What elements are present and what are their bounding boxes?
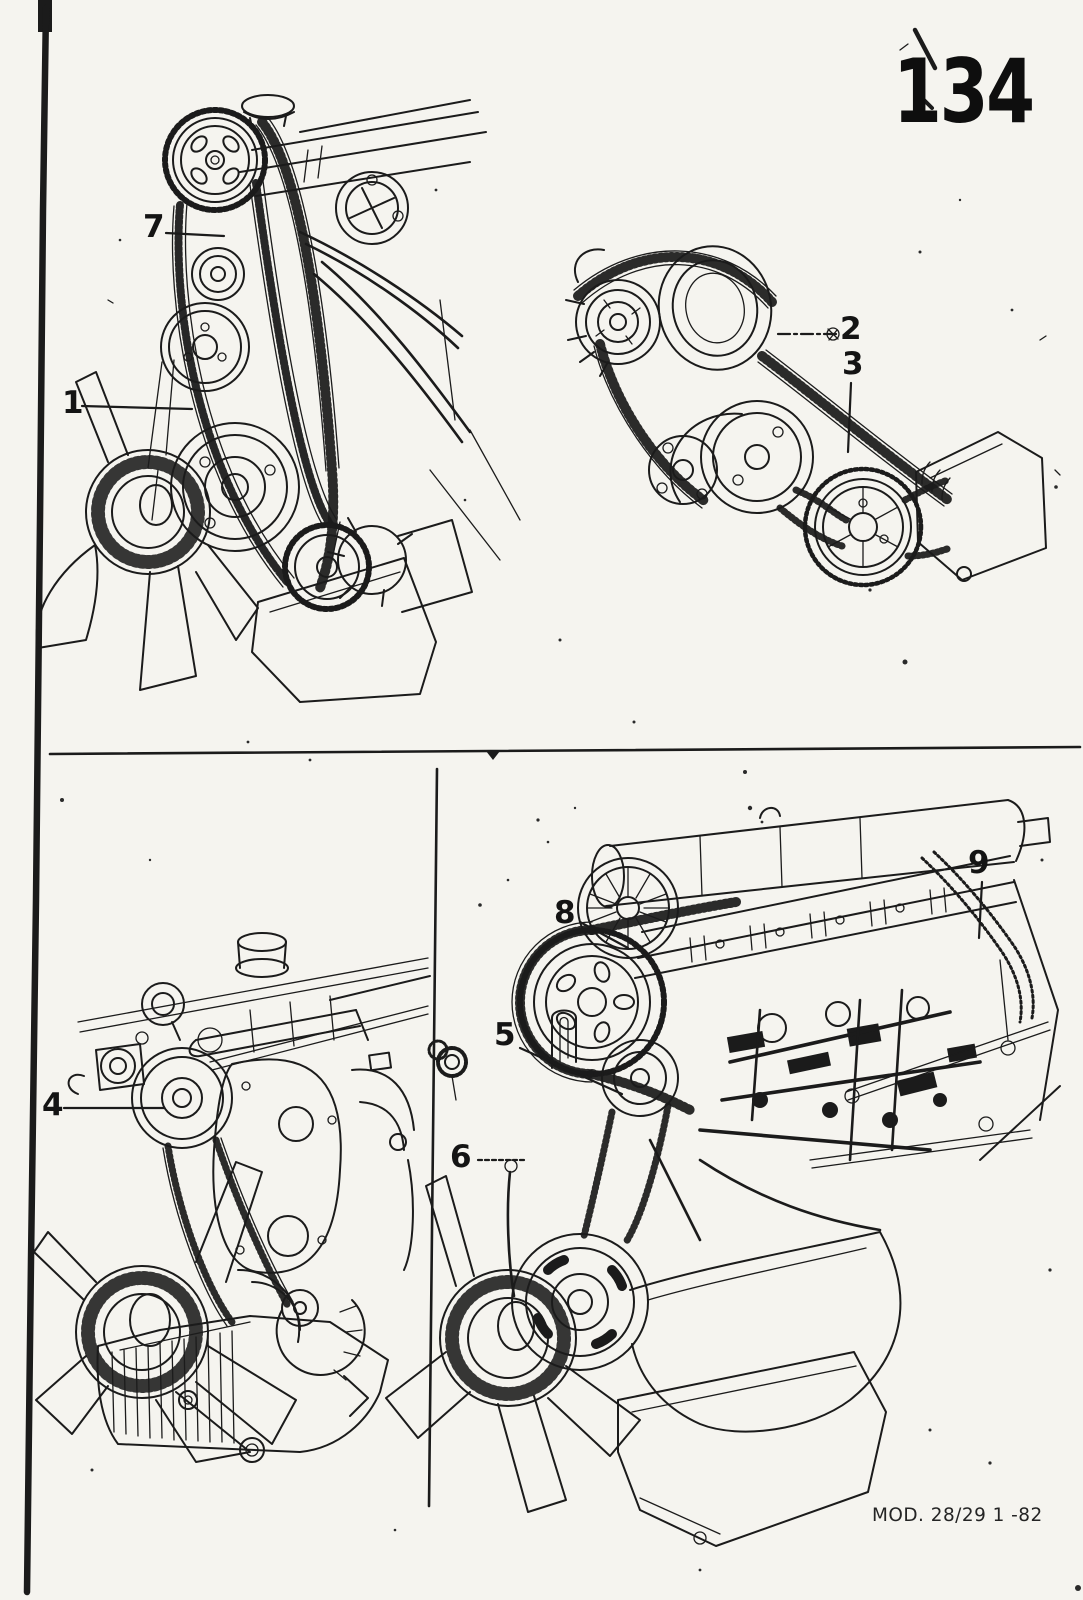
callout-leader-8 [578,920,630,950]
section-dividers [48,745,1082,1508]
callout-leader-7 [164,231,226,238]
divider-vertical [427,767,439,1508]
callout-label-1: 1 [62,385,84,421]
callout-label-4: 4 [42,1087,64,1123]
callout-leader-3 [846,381,853,454]
pen-strike-mark [912,27,938,115]
callout-label-5: 5 [494,1017,516,1053]
figure-bottom-left-engine-side [33,932,431,1463]
callout-leader-9 [977,880,984,940]
callout-label-2: 2 [840,311,862,347]
page-number: 134 [893,40,1035,143]
callout-label-9: 9 [968,845,990,881]
callout-leader-5 [518,1046,624,1096]
figure-top-left-engine-front [35,94,521,703]
divider-horizontal [48,745,1082,756]
callout-label-6: 6 [450,1139,472,1175]
callout-label-8: 8 [554,895,576,931]
callout-label-7: 7 [143,209,165,245]
callout-leaders [62,231,984,1162]
callout-label-3: 3 [842,346,864,382]
scan-noise [60,43,1081,1591]
footer-model-code: MOD. 28/29 1 -82 [872,1504,1043,1526]
figure-top-right-belt-drive [565,245,1047,588]
callout-leader-1 [80,404,194,411]
figure-bottom-right-engine-perspective [385,799,1061,1547]
binding-edge-bar [23,0,52,1596]
injection-pump-cluster [698,988,982,1162]
fan-wheel-spokes [587,867,669,949]
